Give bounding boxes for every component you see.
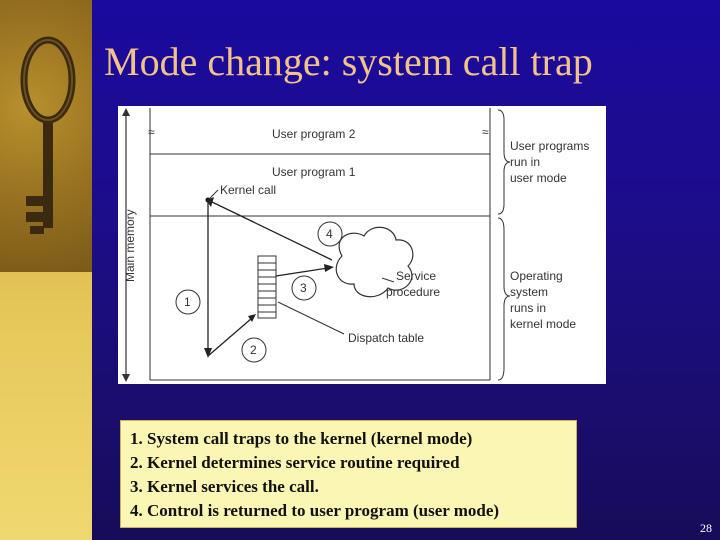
steps-box: 1. System call traps to the kernel (kern… [120, 420, 577, 528]
service-label-line2: procedure [386, 285, 440, 299]
step-marker-3-text: 3 [300, 281, 307, 295]
service-label-line1: Service [396, 269, 436, 283]
service-arrow-head [324, 264, 334, 272]
axis-arrow-bottom [122, 374, 130, 382]
step-marker-4: 4 [317, 221, 343, 247]
kernel-region-brace [497, 217, 511, 381]
step-marker-4-text: 4 [326, 227, 333, 241]
step-4: 4. Control is returned to user program (… [130, 501, 500, 520]
step-1: 1. System call traps to the kernel (kern… [130, 429, 473, 448]
kernel-call-pointer [209, 189, 219, 199]
kernel-region-label-4: kernel mode [510, 317, 576, 331]
axis-arrow-top [122, 108, 130, 116]
dispatch-arrow [207, 317, 253, 357]
decorative-side-strip [0, 0, 92, 540]
user-region-brace [497, 109, 511, 215]
kernel-region-label-1: Operating [510, 269, 563, 283]
dispatch-table-label: Dispatch table [348, 331, 424, 345]
service-procedure-shape [335, 226, 414, 298]
main-memory-label: Main memory [123, 209, 137, 282]
key-icon [20, 36, 76, 234]
step-marker-1: 1 [175, 289, 201, 315]
break-mark-left: ≈ [148, 125, 155, 139]
system-call-diagram: Main memory ≈ ≈ User program 2 User prog… [118, 106, 606, 384]
user-program-1-label: User program 1 [272, 165, 356, 179]
return-arrow [211, 201, 333, 261]
service-arrow [275, 267, 329, 277]
kernel-region-label-3: runs in [510, 301, 546, 315]
step-2: 2. Kernel determines service routine req… [130, 453, 460, 472]
return-arrow-head [206, 197, 214, 207]
break-mark-right: ≈ [482, 125, 489, 139]
kernel-call-label: Kernel call [220, 183, 276, 197]
step-marker-3: 3 [291, 275, 317, 301]
step-3: 3. Kernel services the call. [130, 477, 319, 496]
user-region-label-1: User programs [510, 139, 589, 153]
user-program-2-label: User program 2 [272, 127, 356, 141]
slide-title: Mode change: system call trap [104, 39, 593, 84]
trap-arrow-head [204, 348, 212, 358]
page-number: 28 [700, 521, 712, 535]
diagram-svg: Main memory ≈ ≈ User program 2 User prog… [122, 108, 589, 382]
dispatch-table-box [257, 255, 277, 319]
step-marker-1-text: 1 [184, 295, 191, 309]
service-pointer [381, 277, 395, 283]
key-photo [0, 0, 92, 272]
dispatch-table-pointer [277, 301, 345, 335]
user-region-label-3: user mode [510, 171, 567, 185]
step-marker-2-text: 2 [250, 343, 257, 357]
user-region-label-2: run in [510, 155, 540, 169]
kernel-region-label-2: system [510, 285, 548, 299]
dispatch-arrow-head [248, 314, 256, 322]
step-marker-2: 2 [241, 337, 267, 363]
